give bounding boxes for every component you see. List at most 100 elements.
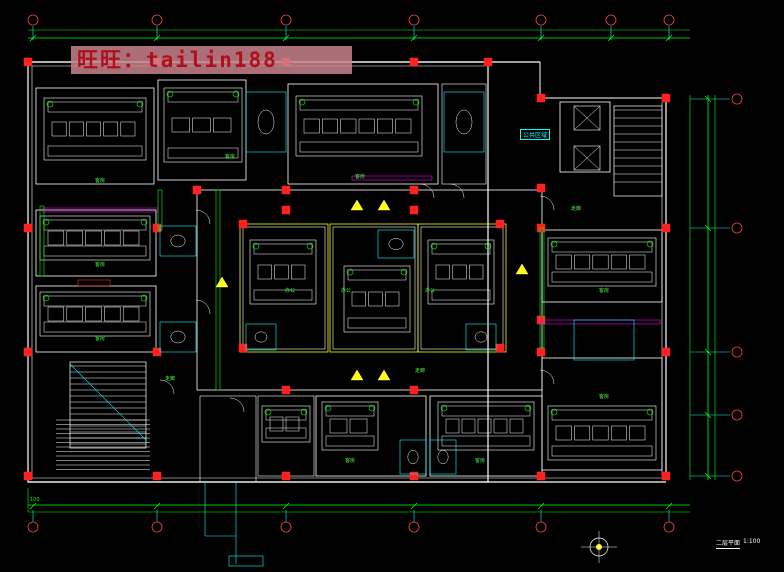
door-swing: [449, 183, 465, 199]
plant-icon: [346, 268, 354, 276]
structural-column: [495, 343, 505, 353]
dimension-note: 100: [30, 497, 40, 503]
dim-tick: [282, 34, 290, 42]
sofa-seat: [85, 230, 102, 246]
room-label: 客房: [95, 177, 105, 184]
room-label: 客房: [95, 335, 105, 342]
sofa-seat: [120, 121, 136, 137]
toilet-icon: [170, 234, 186, 248]
sofa-set-frame: [547, 405, 657, 461]
sofa-front: [43, 245, 147, 257]
room-s-2: [429, 395, 543, 477]
elevation-marker: [515, 263, 529, 275]
sofa-seat: [452, 264, 467, 280]
accent-strip: [351, 175, 433, 181]
sofa-seat: [555, 254, 572, 270]
plant-icon: [264, 408, 272, 416]
sofa-seat: [66, 306, 83, 322]
sofa-seat: [51, 121, 67, 137]
structural-column: [238, 219, 248, 229]
room-label: 客房: [225, 153, 235, 160]
structural-column: [536, 93, 546, 103]
room-nw-1: [35, 87, 155, 185]
sofa-back: [43, 295, 147, 307]
structural-column: [281, 205, 291, 215]
axis-bubble-bottom: [151, 521, 163, 533]
sofa-set-frame: [43, 97, 147, 161]
structural-column: [281, 385, 291, 395]
sofa-set-frame: [249, 239, 317, 305]
lift-shaft: [559, 101, 611, 173]
room-e-1: [541, 229, 663, 303]
plant-icon: [550, 240, 558, 248]
sofa-seat: [469, 264, 484, 280]
toilet-icon: [257, 109, 275, 135]
elevation-marker: [215, 276, 229, 288]
structural-column: [536, 471, 546, 481]
toilet-icon: [170, 330, 186, 344]
drawing-title-text: 二层平面: [716, 540, 741, 547]
room-label: 客房: [355, 173, 365, 180]
sofa-front: [253, 289, 313, 301]
axis-bubble-right: [731, 93, 743, 105]
room-label: 办公: [341, 287, 351, 294]
sofa-seat: [395, 118, 412, 134]
sofa-set-frame: [321, 401, 379, 451]
bathroom-outline: [399, 439, 427, 475]
sofa-front: [347, 317, 407, 329]
sofa-front: [325, 435, 375, 447]
bathroom-outline: [245, 91, 287, 153]
structural-column: [152, 471, 162, 481]
elevation-marker: [350, 199, 364, 211]
sofa-set-frame: [427, 239, 495, 305]
dim-tick: [153, 34, 161, 42]
axis-bubble-right: [731, 470, 743, 482]
sofa-set-frame: [437, 401, 535, 451]
sofa-seat: [340, 118, 357, 134]
bathroom-outline: [159, 225, 197, 257]
central-room-1: [239, 223, 329, 353]
central-room-3-inner: [420, 226, 504, 350]
room-label: 客房: [599, 287, 609, 294]
bathroom-outline: [245, 323, 277, 351]
sofa-seat: [574, 425, 591, 441]
axis-bubble-top: [605, 14, 617, 26]
sofa-seat: [269, 416, 284, 432]
plant-icon: [550, 408, 558, 416]
room-label: 走廊: [571, 205, 581, 212]
plant-icon: [42, 294, 50, 302]
leader-tag: [228, 555, 264, 567]
sofa-front: [551, 271, 653, 283]
sofa-front: [299, 141, 419, 153]
sofa-back: [167, 91, 239, 103]
toilet-icon: [254, 331, 268, 343]
stair-outline-east: [613, 105, 663, 197]
plant-icon: [484, 242, 492, 250]
sofa-seat: [122, 306, 140, 322]
central-room-3: [417, 223, 507, 353]
sofa-set-frame: [261, 405, 311, 443]
door-swing: [229, 397, 245, 413]
axis-bubble-top: [151, 14, 163, 26]
sofa-seat: [493, 418, 508, 434]
sofa-set-frame: [295, 95, 423, 157]
structural-column: [409, 471, 419, 481]
sofa-back: [431, 243, 491, 255]
sofa-set-frame: [39, 291, 151, 337]
sofa-seat: [610, 425, 627, 441]
bathroom-outline: [443, 91, 485, 153]
accent-strip: [539, 319, 661, 325]
dim-tick: [29, 34, 37, 42]
sofa-seat: [592, 254, 609, 270]
structural-column: [23, 347, 33, 357]
lift-car-2: [573, 145, 601, 171]
dim-tick: [410, 34, 418, 42]
sofa-seat: [291, 264, 306, 280]
sofa-set-frame: [163, 87, 243, 163]
central-room-2-inner: [332, 226, 416, 350]
sofa-seat: [213, 117, 232, 133]
sofa-front: [47, 145, 143, 157]
title-underline: [716, 548, 741, 549]
plant-icon: [298, 98, 306, 106]
sofa-back: [253, 243, 313, 255]
